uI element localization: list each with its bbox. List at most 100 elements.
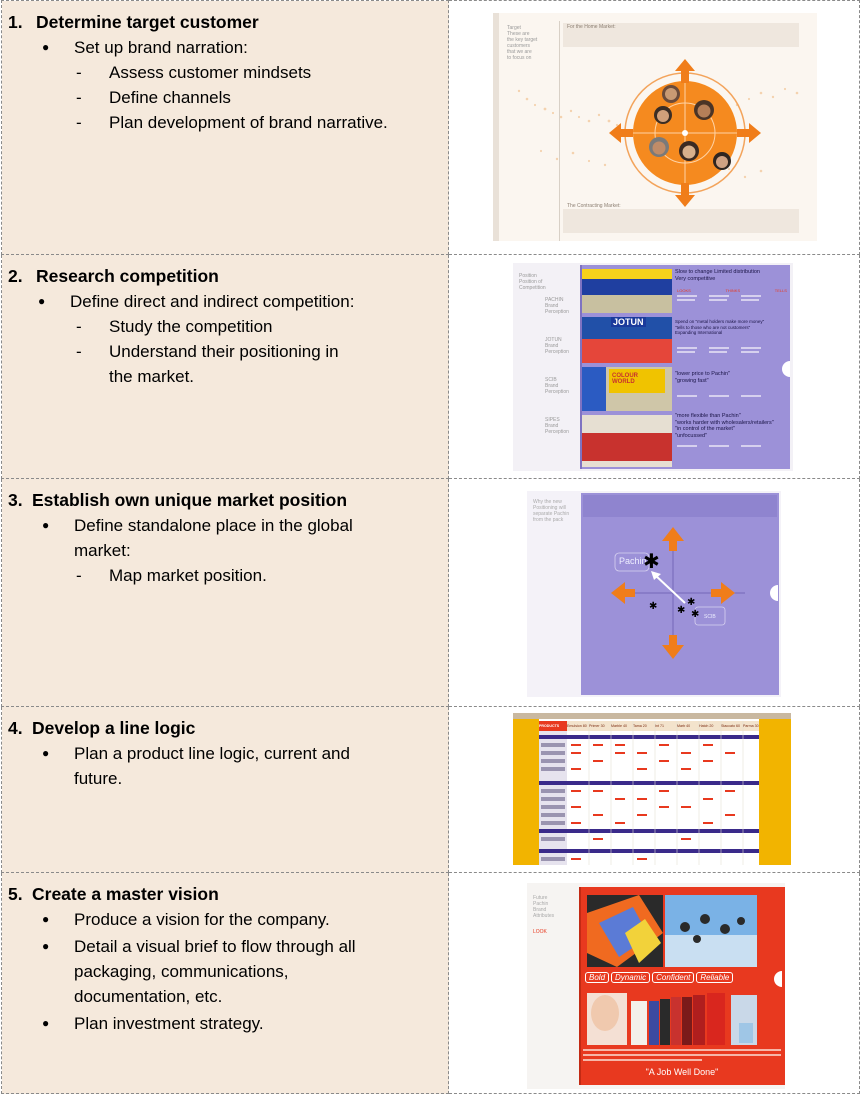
bullet-item: Plan investment strategy.	[42, 1011, 442, 1036]
step-title: Develop a line logic	[32, 718, 196, 738]
bullet-item: Plan a product line logic, current and f…	[42, 741, 442, 791]
market-position-slide	[527, 491, 781, 697]
step-title: Determine target customer	[36, 12, 259, 32]
asterisk-icon: ✱	[677, 605, 686, 616]
step-4-image-cell: PRODUCTS Emulsion 80 Primer 30 Marble 40…	[448, 706, 860, 873]
sub-item: Plan development of brand narrative.	[76, 110, 442, 135]
step-title: Research competition	[36, 266, 219, 286]
col-header: Staccato 60	[721, 724, 740, 728]
bullet-text: Set up brand narration:	[74, 38, 248, 57]
step-row-4: 4. Develop a line logic Plan a product li…	[1, 706, 860, 873]
step-2-heading: 2. Research competition	[8, 264, 442, 289]
master-vision-slide	[527, 883, 785, 1089]
asterisk-icon: ✱	[649, 601, 658, 612]
step-2-text: 2. Research competition Define direct and…	[1, 254, 449, 479]
bullet-item: Define standalone place in the global ma…	[42, 513, 442, 588]
col-header: Primer 30	[589, 724, 605, 728]
bullet-text: Detail a visual brief to flow through al…	[74, 937, 356, 1006]
step-row-3: 3. Establish own unique market position D…	[1, 478, 860, 707]
slide3-corner: SCIB	[704, 614, 716, 620]
slide3-brand: Pachin	[619, 556, 647, 566]
step-row-5: 5. Create a master vision Produce a visio…	[1, 872, 860, 1094]
bullet-text: Define standalone place in the global ma…	[74, 516, 353, 560]
attribute-row: Bold Dynamic Confident Reliable	[585, 972, 734, 983]
step-5-heading: 5. Create a master vision	[8, 882, 442, 907]
step-title: Create a master vision	[32, 884, 219, 904]
col-header: Marble 40	[611, 724, 627, 728]
step-title: Establish own unique market position	[32, 490, 348, 510]
sub-item: Understand their positioning in the mark…	[76, 339, 346, 389]
step-5-image-cell: Future Pachin Brand Attributes LOOK Bold…	[448, 872, 860, 1094]
bullet-item: Produce a vision for the company.	[42, 907, 442, 932]
asterisk-icon: ✱	[643, 551, 660, 573]
step-3-heading: 3. Establish own unique market position	[8, 488, 442, 513]
attribute-tag: Confident	[652, 972, 695, 983]
step-3-text: 3. Establish own unique market position D…	[1, 478, 449, 707]
slide5-side-text: Future Pachin Brand Attributes	[533, 895, 555, 919]
step-1-text: 1. Determine target customer Set up brand…	[1, 0, 449, 255]
col-header: Parma 30	[743, 724, 759, 728]
attribute-tag: Reliable	[696, 972, 734, 983]
step-1-heading: 1. Determine target customer	[8, 10, 442, 35]
col-header: Hatch 20	[699, 724, 714, 728]
bullet-item: Set up brand narration: Assess customer …	[42, 35, 442, 135]
step-number: 2.	[8, 266, 23, 286]
col-header: Int 71	[655, 724, 664, 728]
step-row-1: 1. Determine target customer Set up brand…	[1, 0, 860, 255]
sub-item: Map market position.	[76, 563, 442, 588]
asterisk-icon: ✱	[687, 597, 696, 608]
slide5-look: LOOK	[533, 929, 547, 935]
col-header: Marb 40	[677, 724, 691, 728]
slide2-brand-label: JOTUN Brand Perception	[545, 337, 569, 355]
col-label: LOOKS	[677, 288, 691, 293]
step-number: 1.	[8, 12, 23, 32]
sub-item: Define channels	[76, 85, 442, 110]
sub-item: Assess customer mindsets	[76, 60, 442, 85]
step-number: 3.	[8, 490, 23, 510]
step-1-image-cell: Target These are the key target customer…	[448, 0, 860, 255]
attribute-tag: Bold	[585, 972, 610, 983]
line-logic-slide	[513, 713, 791, 865]
slide2-brand-label: PACHIN Brand Perception	[545, 297, 569, 315]
col-label: TELLS	[774, 288, 787, 293]
slide1-side-text: Target These are the key target customer…	[507, 25, 538, 61]
colour-world-sign: COLOUR WORLD	[612, 373, 638, 385]
step-2-image-cell: Position Position of Competition PACHIN …	[448, 254, 860, 479]
slide2-brand-label: SIPES Brand Perception	[545, 417, 569, 435]
slide2-col-labels: LOOKS THINKS TELLS	[677, 288, 787, 293]
bullet-item: Define direct and indirect competition: …	[38, 289, 442, 389]
col-header: PRODUCTS	[539, 724, 560, 728]
step-4-text: 4. Develop a line logic Plan a product li…	[1, 706, 449, 873]
step-row-2: 2. Research competition Define direct and…	[1, 254, 860, 479]
slide2-quote: "more flexible than Pachin" "works harde…	[675, 413, 774, 439]
slide1-contract-title: The Contracting Market:	[567, 203, 621, 209]
bullet-text: Plan a product line logic, current and f…	[74, 744, 350, 788]
step-3-image-cell: Why the new Positioning will separate Pa…	[448, 478, 860, 707]
step-number: 4.	[8, 718, 23, 738]
competition-slide	[513, 263, 793, 471]
slide2-quote: "lower price to Pachin" "growing fast"	[675, 371, 730, 384]
sub-item: Study the competition	[76, 314, 442, 339]
attribute-tag: Dynamic	[611, 972, 651, 983]
slide2-brand-label: SCIB Brand Perception	[545, 377, 569, 395]
bullet-item: Detail a visual brief to flow through al…	[42, 934, 442, 1009]
slide1-home-title: For the Home Market:	[567, 24, 616, 30]
step-4-heading: 4. Develop a line logic	[8, 716, 442, 741]
slide3-side-text: Why the new Positioning will separate Pa…	[533, 499, 570, 523]
slide2-side-text: Position Position of Competition	[519, 273, 546, 291]
target-customer-slide	[493, 13, 817, 241]
slide5-body-lines	[583, 1049, 781, 1071]
slide2-quote: Spend on "metal holders make more money"…	[675, 319, 765, 335]
bullet-text: Plan investment strategy.	[74, 1014, 264, 1033]
step-5-text: 5. Create a master vision Produce a visio…	[1, 872, 449, 1094]
slide2-quote: Slow to change Limited distribution Very…	[675, 269, 760, 282]
bullet-text: Define direct and indirect competition:	[70, 292, 355, 311]
col-header: Tama 20	[633, 724, 647, 728]
slide5-tagline: "A Job Well Done"	[645, 1067, 719, 1077]
step-number: 5.	[8, 884, 23, 904]
col-label: THINKS	[725, 288, 741, 293]
col-header: Emulsion 80	[567, 724, 587, 728]
bullet-text: Produce a vision for the company.	[74, 910, 330, 929]
asterisk-icon: ✱	[691, 609, 700, 620]
